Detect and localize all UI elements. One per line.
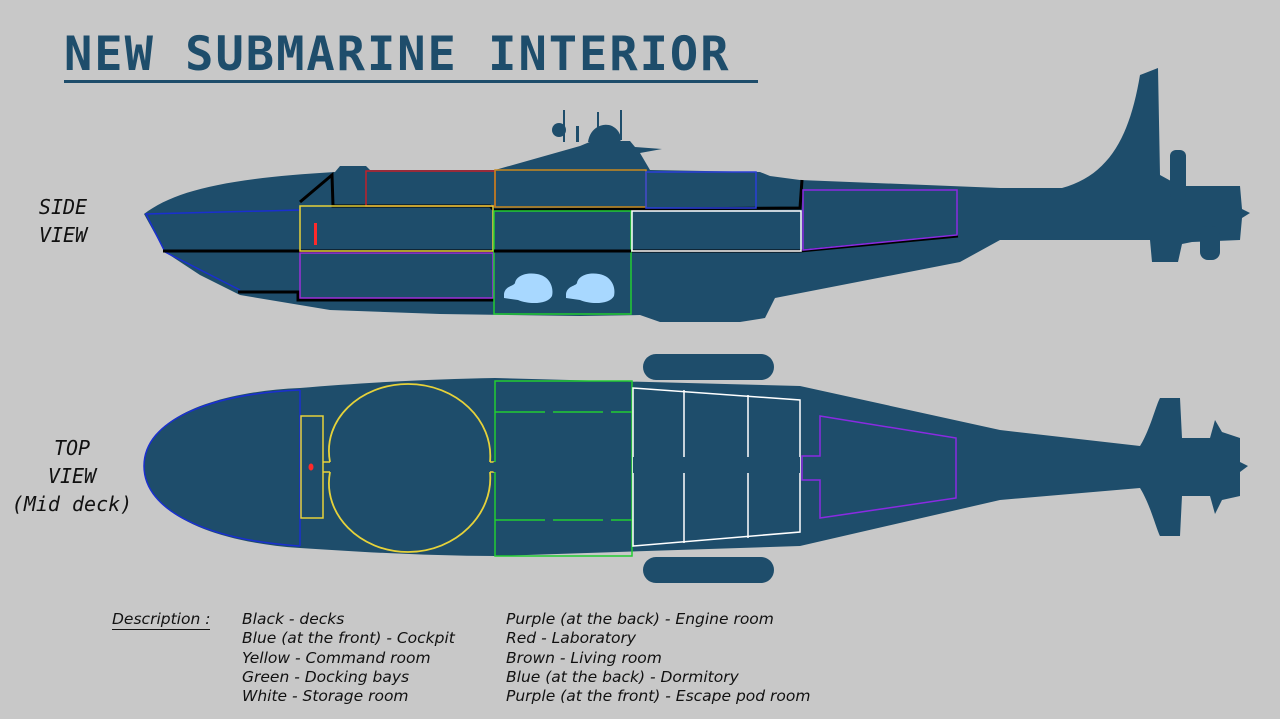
top-storage-room [632, 387, 801, 547]
side-antenna-1 [563, 110, 565, 142]
top-view [143, 354, 1248, 583]
top-engine-room [801, 415, 957, 519]
side-engine-room [802, 189, 958, 251]
side-storage-room [631, 210, 802, 252]
legend-item-living-room: Brown - Living room [506, 648, 662, 667]
top-pontoon-upper [643, 354, 774, 380]
side-view-label: SIDE VIEW [28, 193, 98, 249]
side-view-label-line2: VIEW [38, 223, 88, 247]
side-view-label-line1: SIDE [38, 195, 88, 219]
top-cockpit-outline [143, 389, 301, 547]
escape-pod-icon [504, 273, 553, 304]
side-propeller-upper [1170, 150, 1186, 200]
side-docking-bays [493, 210, 632, 315]
title-underline [64, 80, 758, 83]
legend-item-escape-pod-room: Purple (at the front) - Escape pod room [506, 687, 811, 706]
side-view [144, 68, 1250, 322]
legend-item-engine-room: Purple (at the back) - Engine room [506, 610, 774, 628]
description-legend-left: Black - decks Blue (at the front) - Cock… [242, 610, 455, 706]
side-antenna-2 [597, 112, 599, 130]
legend-item-storage-room: White - Storage room [242, 687, 409, 706]
description-heading: Description : [112, 610, 211, 630]
top-command-console [300, 415, 324, 519]
side-antenna-3 [620, 110, 622, 140]
person-marker-icon [314, 223, 317, 245]
top-view-label-line2: VIEW [47, 464, 97, 488]
legend-item-command-room: Yellow - Command room [242, 648, 431, 667]
description-legend-right: Purple (at the back) - Engine room Red -… [506, 610, 811, 706]
escape-pod-icon [566, 273, 615, 304]
legend-item-docking-bays: Green - Docking bays [242, 667, 410, 686]
side-mast [576, 126, 579, 142]
top-command-room [328, 383, 492, 553]
page-title: NEW SUBMARINE INTERIOR [64, 27, 731, 82]
side-tower-dome [588, 124, 621, 142]
side-cockpit-outline [144, 209, 301, 291]
legend-item-decks: Black - decks [242, 610, 345, 628]
top-view-label-line1: TOP [53, 436, 91, 460]
side-sensor-dome [552, 123, 566, 137]
top-pontoon-lower [643, 557, 774, 583]
top-view-label: TOP VIEW (Mid deck) [2, 434, 142, 518]
person-marker-icon [308, 463, 314, 471]
top-view-label-line3: (Mid deck) [11, 492, 133, 516]
side-lower-deck [238, 290, 494, 302]
side-escape-pod-room [299, 252, 494, 299]
side-dormitory [645, 171, 757, 209]
legend-item-laboratory: Red - Laboratory [506, 629, 637, 648]
side-hull [144, 68, 1250, 322]
side-command-room [299, 205, 494, 252]
legend-item-cockpit: Blue (at the front) - Cockpit [242, 629, 455, 648]
legend-item-dormitory: Blue (at the back) - Dormitory [506, 667, 739, 686]
side-propeller-lower [1200, 226, 1220, 260]
